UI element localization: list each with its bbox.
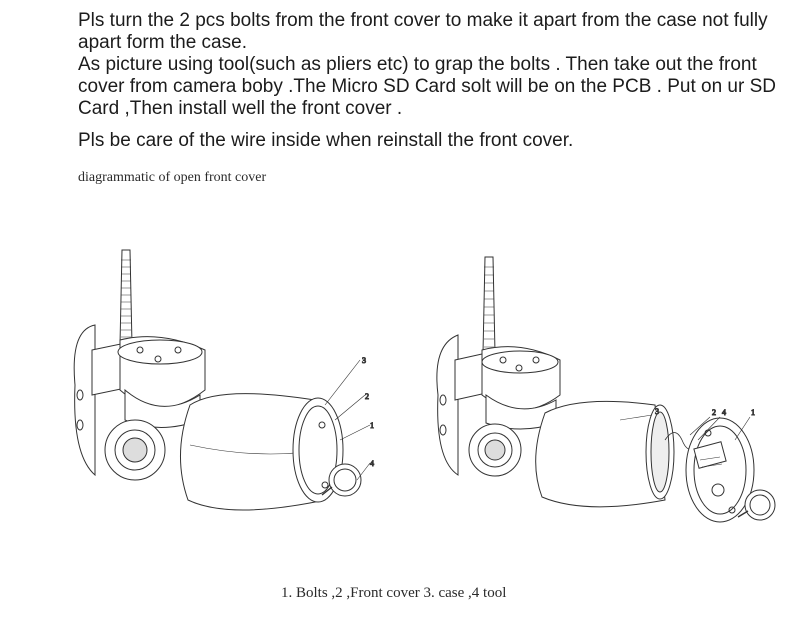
callout-label: 2 <box>365 392 369 401</box>
diagram-caption: diagrammatic of open front cover <box>78 170 267 185</box>
instruction-paragraph-2: As picture using tool(such as pliers etc… <box>78 54 776 119</box>
closed-camera-diagram: 3 2 1 4 <box>60 235 390 535</box>
open-camera-diagram: 3 2 4 1 <box>420 235 790 535</box>
instructions-text: Pls turn the 2 pcs bolts from the front … <box>78 10 793 152</box>
parts-legend: 1. Bolts ,2 ,Front cover 3. case ,4 tool <box>281 585 507 601</box>
callout-label: 1 <box>370 421 374 430</box>
callout-label: 2 <box>712 408 716 417</box>
callout-label: 4 <box>370 459 374 468</box>
instruction-paragraph-3: Pls be care of the wire inside when rein… <box>78 130 574 151</box>
callout-label: 3 <box>362 356 366 365</box>
callout-label: 4 <box>722 408 726 417</box>
callout-label: 1 <box>751 408 755 417</box>
instruction-paragraph-1: Pls turn the 2 pcs bolts from the front … <box>78 10 768 53</box>
callout-label: 3 <box>655 407 659 416</box>
